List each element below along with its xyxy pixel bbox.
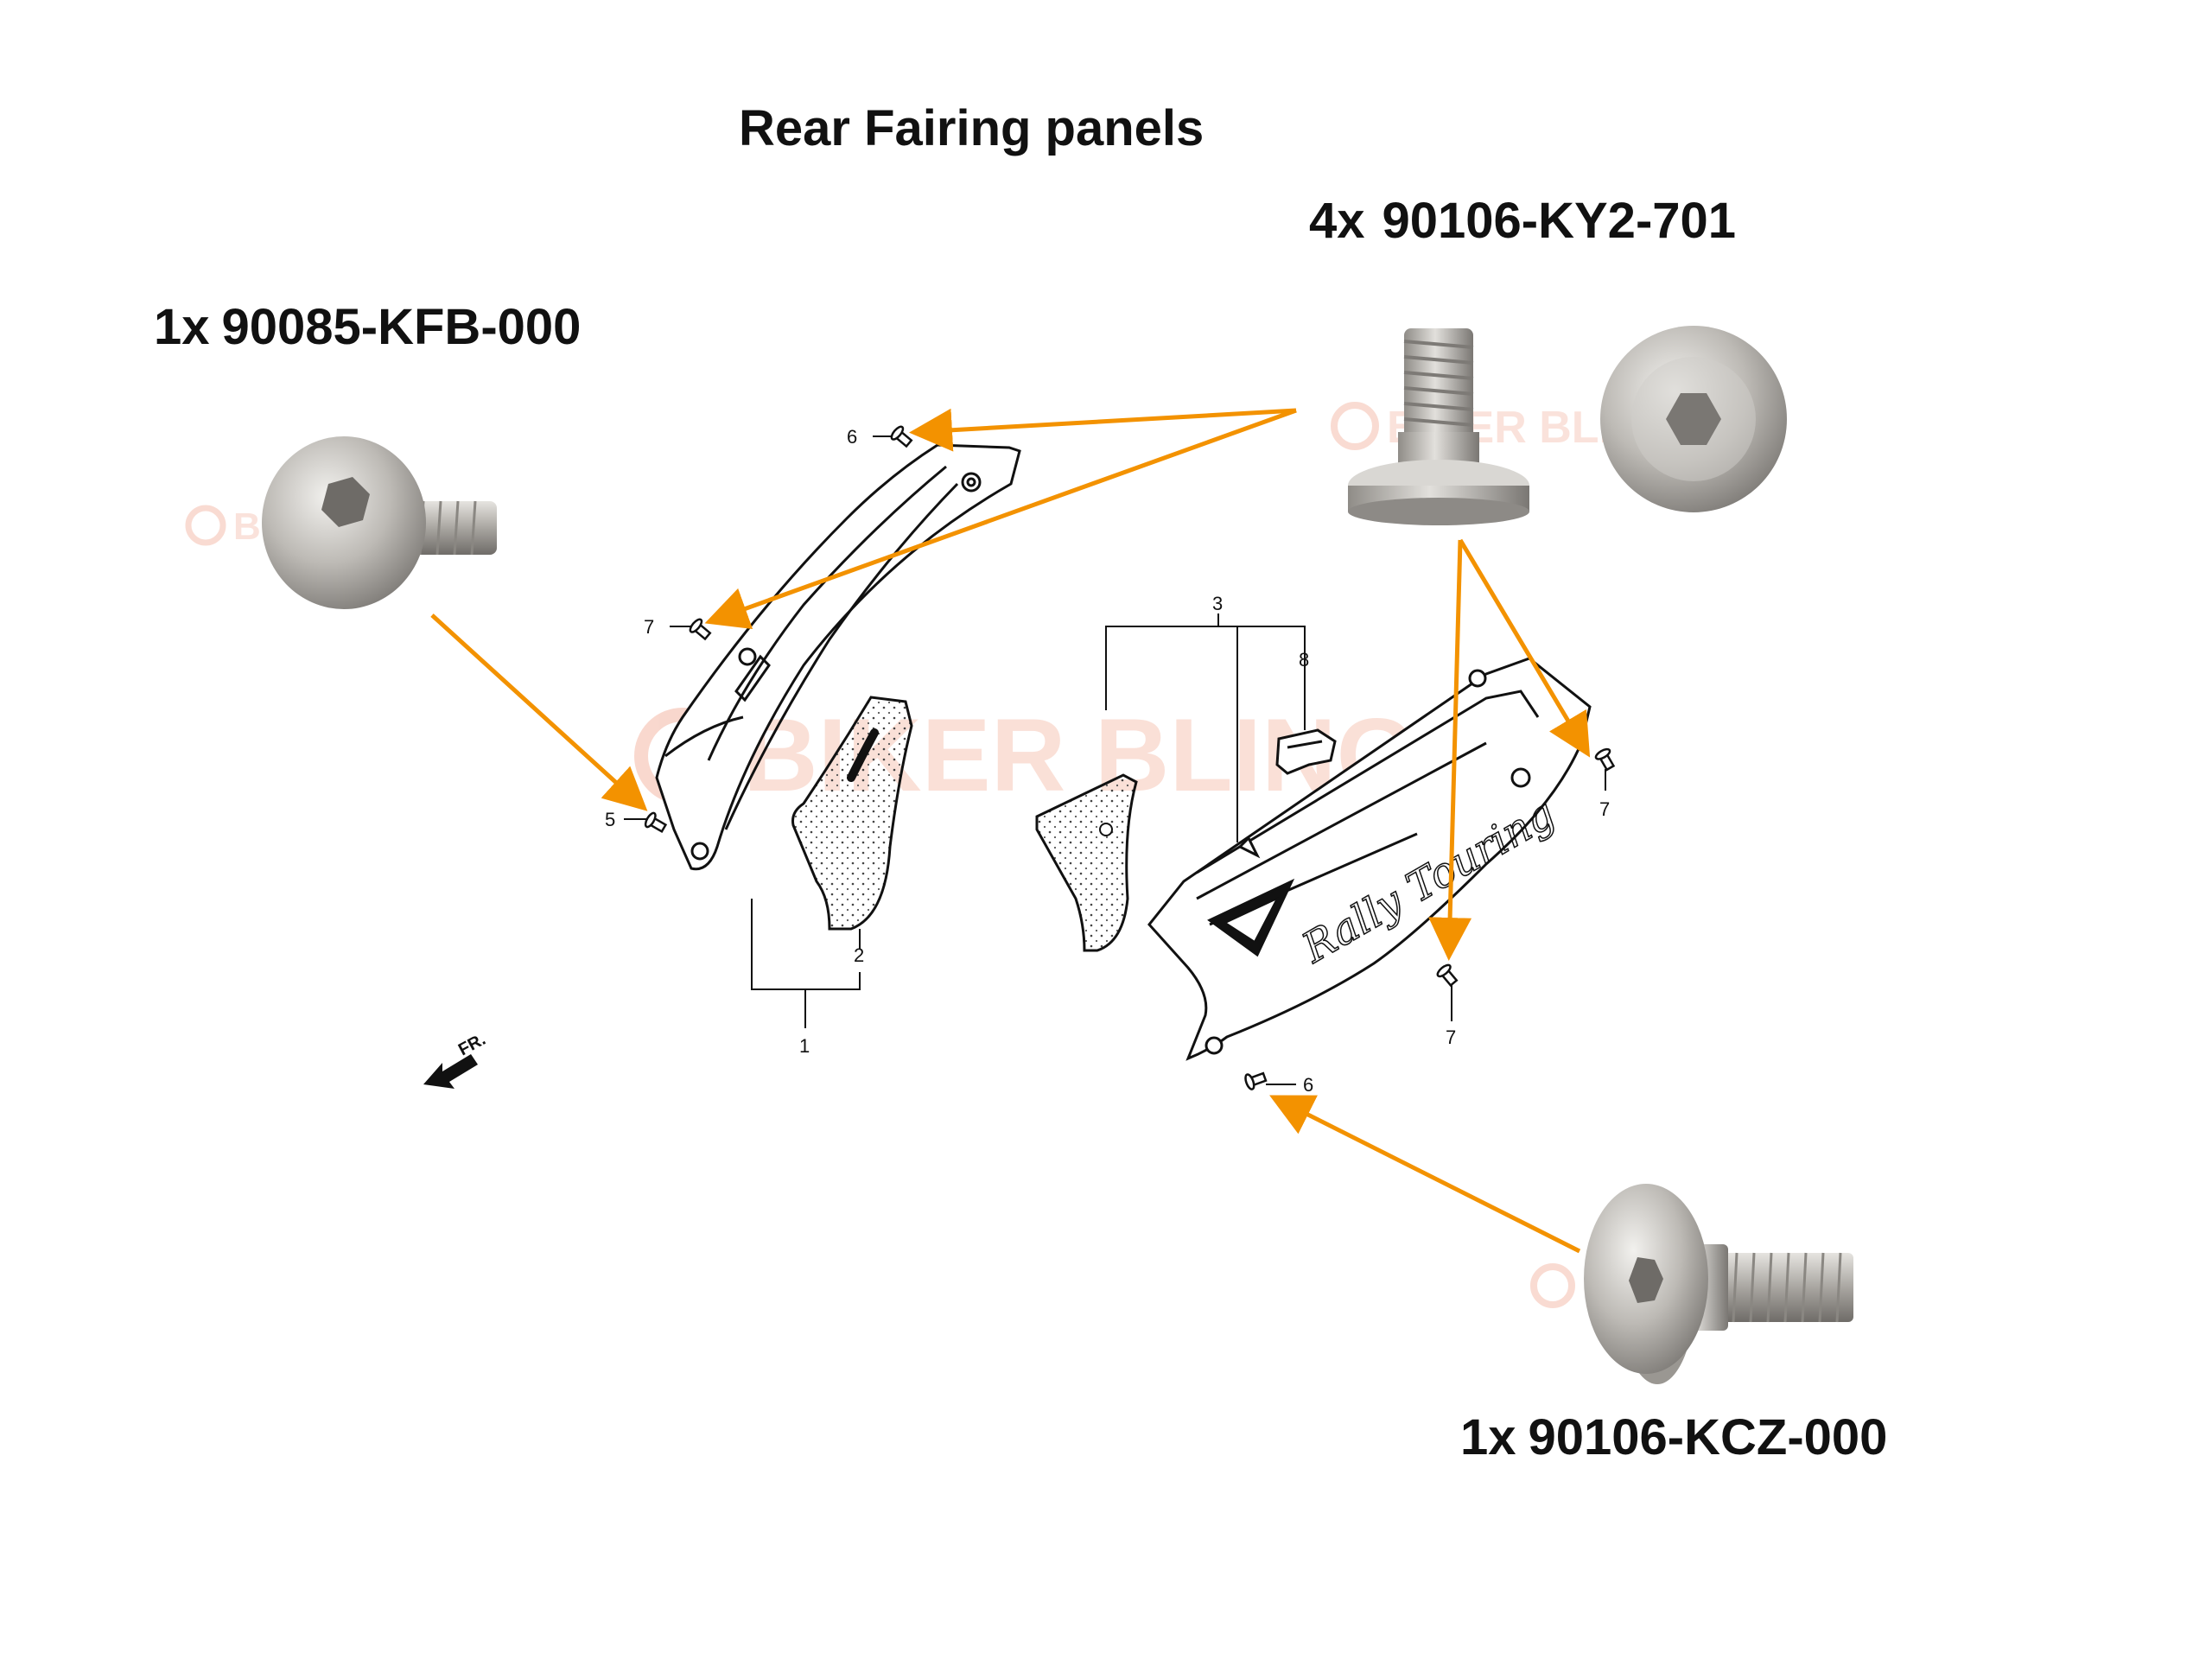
- part-number: 90085-KFB-000: [221, 299, 582, 355]
- part-3-insert: [1035, 773, 1138, 952]
- callout-7: 7: [1446, 1027, 1456, 1048]
- bolt-kcz-photo: [1584, 1184, 1853, 1384]
- part-number: 90106-KY2-701: [1382, 193, 1737, 249]
- bolt-icon: [689, 618, 712, 641]
- callout-7: 6: [847, 426, 857, 448]
- fr-label: FR.: [455, 1030, 489, 1060]
- part-8-clip: [1275, 728, 1337, 775]
- part-label-ky2: 4x 90106-KY2-701: [1309, 192, 1736, 250]
- part-qty: 1x: [154, 299, 210, 355]
- part-qty: 1x: [1460, 1409, 1516, 1465]
- bolt-ky2-head-photo: [1600, 326, 1787, 512]
- part-2-pad: [791, 696, 913, 931]
- arrow: [909, 408, 1297, 452]
- callout-numbers: 6 7 5 1 2 3 8 7 7 6: [605, 426, 1610, 1096]
- leader-lines: [624, 435, 1606, 1085]
- diagram-title: Rear Fairing panels: [739, 100, 1205, 156]
- orange-arrows: [430, 408, 1591, 1254]
- bolt-ky2-side-photo: [1348, 328, 1529, 525]
- callout-6: 6: [1303, 1074, 1313, 1096]
- bolt-icon: [1436, 963, 1459, 988]
- arrow: [1458, 538, 1591, 758]
- arrow: [704, 408, 1297, 629]
- callout-1: 1: [799, 1035, 810, 1057]
- bolt-kfb-photo: [262, 436, 497, 609]
- front-direction-arrow: FR.: [423, 1030, 489, 1089]
- callout-2: 2: [854, 944, 864, 966]
- callout-5: 5: [605, 809, 615, 830]
- callout-7: 7: [1599, 798, 1610, 820]
- callout-7: 7: [644, 616, 654, 638]
- callout-3: 3: [1212, 593, 1223, 614]
- bolt-icon: [644, 811, 668, 834]
- part-number: 90106-KCZ-000: [1528, 1409, 1888, 1465]
- arrow: [430, 613, 648, 811]
- bolt-icon: [1594, 747, 1616, 772]
- diagram-bolts: [644, 425, 1616, 1090]
- arrow: [1428, 539, 1472, 961]
- left-rear-panel: [655, 443, 1021, 871]
- bolt-icon: [1244, 1071, 1268, 1090]
- part-qty: 4x: [1309, 193, 1365, 249]
- bolt-icon: [890, 425, 913, 448]
- callout-8: 8: [1299, 649, 1309, 671]
- arrow: [1269, 1095, 1581, 1254]
